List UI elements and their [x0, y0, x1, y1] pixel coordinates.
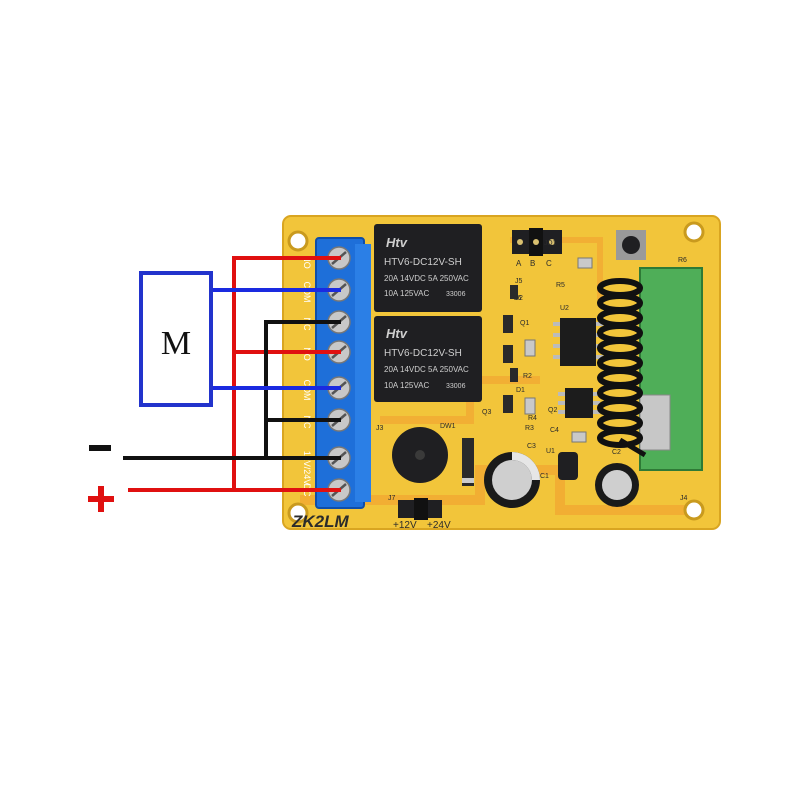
ic-pin [553, 355, 560, 359]
silk-label-d1: D1 [516, 387, 525, 394]
capacitor-large [484, 452, 540, 508]
ic-pin [596, 355, 603, 359]
relay-2-brand: Htv [386, 326, 408, 341]
ic-pins [553, 322, 603, 414]
silk-label-j5: J5 [515, 278, 523, 285]
silk-label-q3: Q3 [482, 409, 491, 416]
wire-black-vertical [264, 320, 341, 460]
silk-label-r5: R5 [556, 282, 565, 289]
silk-label-dw1: DW1 [440, 423, 456, 430]
ic-pin [596, 322, 603, 326]
silk-label-j7: J7 [388, 495, 396, 502]
relay-2-model: HTV6-DC12V-SH [384, 348, 462, 359]
relay-1-model: HTV6-DC12V-SH [384, 257, 462, 268]
buzzer-hole [415, 450, 425, 460]
ic-pin [593, 392, 600, 396]
terminal-block-side [355, 244, 371, 502]
silk-label-j3: J3 [376, 425, 384, 432]
antenna-lead [618, 437, 647, 458]
jumper-option-12v: +12V [393, 520, 417, 531]
silk-label-c4: C4 [550, 427, 559, 434]
push-button [616, 230, 646, 260]
jumper-option-24v: +24V [427, 520, 451, 531]
terminal-label-3: NC [302, 318, 312, 331]
relay-2-rating1: 20A 14VDC 5A 250VAC [384, 365, 469, 374]
silk-label-r3: R3 [525, 425, 534, 432]
relay-2: Htv HTV6-DC12V-SH 20A 14VDC 5A 250VAC 10… [374, 316, 482, 402]
diode-band [462, 478, 474, 483]
smd-part [503, 345, 513, 363]
terminal-label-7: 12V/24V [302, 451, 312, 486]
mounting-hole [287, 502, 309, 524]
header-jd1 [512, 228, 562, 256]
antenna-coil [597, 278, 647, 458]
mounting-hole [683, 499, 705, 521]
silk-label-b: B [530, 259, 535, 268]
board-model: ZK2LM [291, 512, 350, 531]
ic-pin [558, 401, 565, 405]
silk-label-j4: J4 [680, 495, 688, 502]
silk-label-j6: J6 [514, 295, 522, 302]
diode [462, 438, 474, 486]
silk-label-c3: C3 [527, 443, 536, 450]
antenna-coil-turn [597, 428, 643, 448]
terminal-label-6: NC [302, 416, 312, 429]
ic-pin [558, 410, 565, 414]
relay-1-brand: Htv [386, 235, 408, 250]
relay-2-code: 33006 [446, 383, 466, 390]
mounting-hole [287, 230, 309, 252]
motor: M [139, 271, 213, 407]
ic-pin [593, 410, 600, 414]
ic-pin [553, 322, 560, 326]
silk-label-a: A [516, 259, 522, 268]
ic-pin [593, 401, 600, 405]
relay-1: Htv HTV6-DC12V-SH 20A 14VDC 5A 250VAC 10… [374, 224, 482, 312]
silk-label-jd1: JD1 [544, 240, 557, 247]
silk-label-c2: C2 [612, 449, 621, 456]
terminal-label-1: NO [302, 255, 312, 269]
smd-part [571, 431, 587, 443]
negative-symbol [89, 445, 111, 451]
ic-u2 [560, 318, 596, 366]
capacitor-small [595, 463, 639, 507]
ic-u3 [565, 388, 593, 418]
smd-part [503, 315, 513, 333]
silk-label-c1: C1 [540, 473, 549, 480]
silk-label-q1: Q1 [520, 320, 529, 327]
motor-box [139, 271, 213, 407]
smd-part [510, 285, 518, 299]
header-j7 [398, 498, 442, 520]
silk-label-c: C [546, 259, 552, 268]
silk-label-r1: R1 [504, 347, 513, 354]
smd-part [510, 368, 518, 382]
relay-1-rating2: 10A 125VAC [384, 289, 429, 298]
smd-part [503, 395, 513, 413]
silk-label-q2: Q2 [548, 407, 557, 414]
silk-label-d2: D2 [514, 295, 523, 302]
smd-part [524, 397, 536, 415]
relay-2-rating2: 10A 125VAC [384, 381, 429, 390]
wire-red-vertical [232, 256, 341, 492]
ic-pin [558, 392, 565, 396]
relay-1-rating1: 20A 14VDC 5A 250VAC [384, 274, 469, 283]
silk-label-r2: R2 [523, 373, 532, 380]
silk-label-r4: R4 [528, 415, 537, 422]
regulator-u1 [558, 452, 578, 480]
wires [123, 256, 341, 492]
relay-1-code: 33006 [446, 291, 466, 298]
silk-label-u2: U2 [560, 305, 569, 312]
silk-label-r6: R6 [678, 257, 687, 264]
ic-pin [553, 344, 560, 348]
ic-pin [553, 333, 560, 337]
smd-part [577, 257, 593, 269]
positive-symbol [88, 486, 114, 512]
rf-module-shield [639, 394, 671, 451]
mounting-hole [683, 221, 705, 243]
smd-part [524, 339, 536, 357]
motor-label: M [161, 325, 191, 362]
silk-label-u1: U1 [546, 448, 555, 455]
